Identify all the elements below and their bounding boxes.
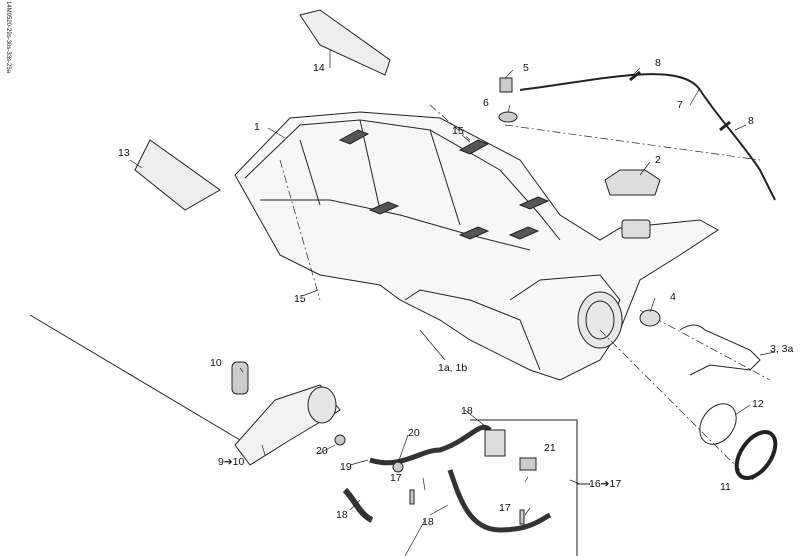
callout-13: 13 (118, 147, 130, 159)
callout-18-bottom: 18 (422, 516, 434, 528)
callout-19: 19 (340, 461, 352, 473)
part-5-valve (499, 77, 513, 93)
hose-assembly (334, 424, 552, 533)
callout-8-top: 8 (655, 57, 661, 69)
part-8-clip-a (629, 70, 641, 82)
part-9-pump-module (29, 314, 341, 466)
callout-1a-1b: 1a, 1b (438, 362, 468, 374)
part-10-pump (231, 361, 249, 395)
part-11-lock-ring (734, 430, 778, 480)
part-8-clip-b (719, 120, 731, 132)
part-14-cover (299, 9, 391, 76)
callout-5: 5 (523, 62, 529, 74)
callout-21: 21 (544, 442, 556, 454)
callout-16-17: 16➔17 (589, 478, 622, 490)
callout-14: 14 (313, 62, 325, 74)
callout-15-left: 15 (294, 293, 306, 305)
callout-1: 1 (254, 121, 260, 133)
callout-12: 12 (752, 398, 764, 410)
part-13-cover (134, 139, 221, 211)
callout-18-top: 18 (461, 405, 473, 417)
callout-4: 4 (670, 291, 676, 303)
callout-10: 10 (210, 357, 222, 369)
callout-3-3a: 3, 3a (770, 343, 794, 355)
part-12-o-ring (699, 403, 737, 445)
callout-11: 11 (720, 481, 731, 493)
callout-7: 7 (677, 99, 683, 111)
callout-20-right: 20 (408, 427, 420, 439)
callout-6: 6 (483, 97, 489, 109)
part-4-plug (639, 309, 661, 327)
part-3-fuel-sender (679, 324, 761, 376)
callout-17-left: 17 (390, 472, 402, 484)
part-7-vent-hose (519, 73, 776, 201)
callout-20-left: 20 (316, 445, 328, 457)
callout-2: 2 (655, 154, 661, 166)
callout-9-10: 9➔10 (218, 456, 245, 468)
leader-lines (129, 50, 776, 516)
fuel-tank (234, 111, 719, 381)
callout-18-left: 18 (336, 509, 348, 521)
callout-15-top: 15 (452, 125, 464, 137)
part-6-grommet (498, 111, 518, 123)
callout-8-right: 8 (748, 115, 754, 127)
part-2-cap (604, 169, 661, 196)
callout-17-right: 17 (499, 502, 511, 514)
